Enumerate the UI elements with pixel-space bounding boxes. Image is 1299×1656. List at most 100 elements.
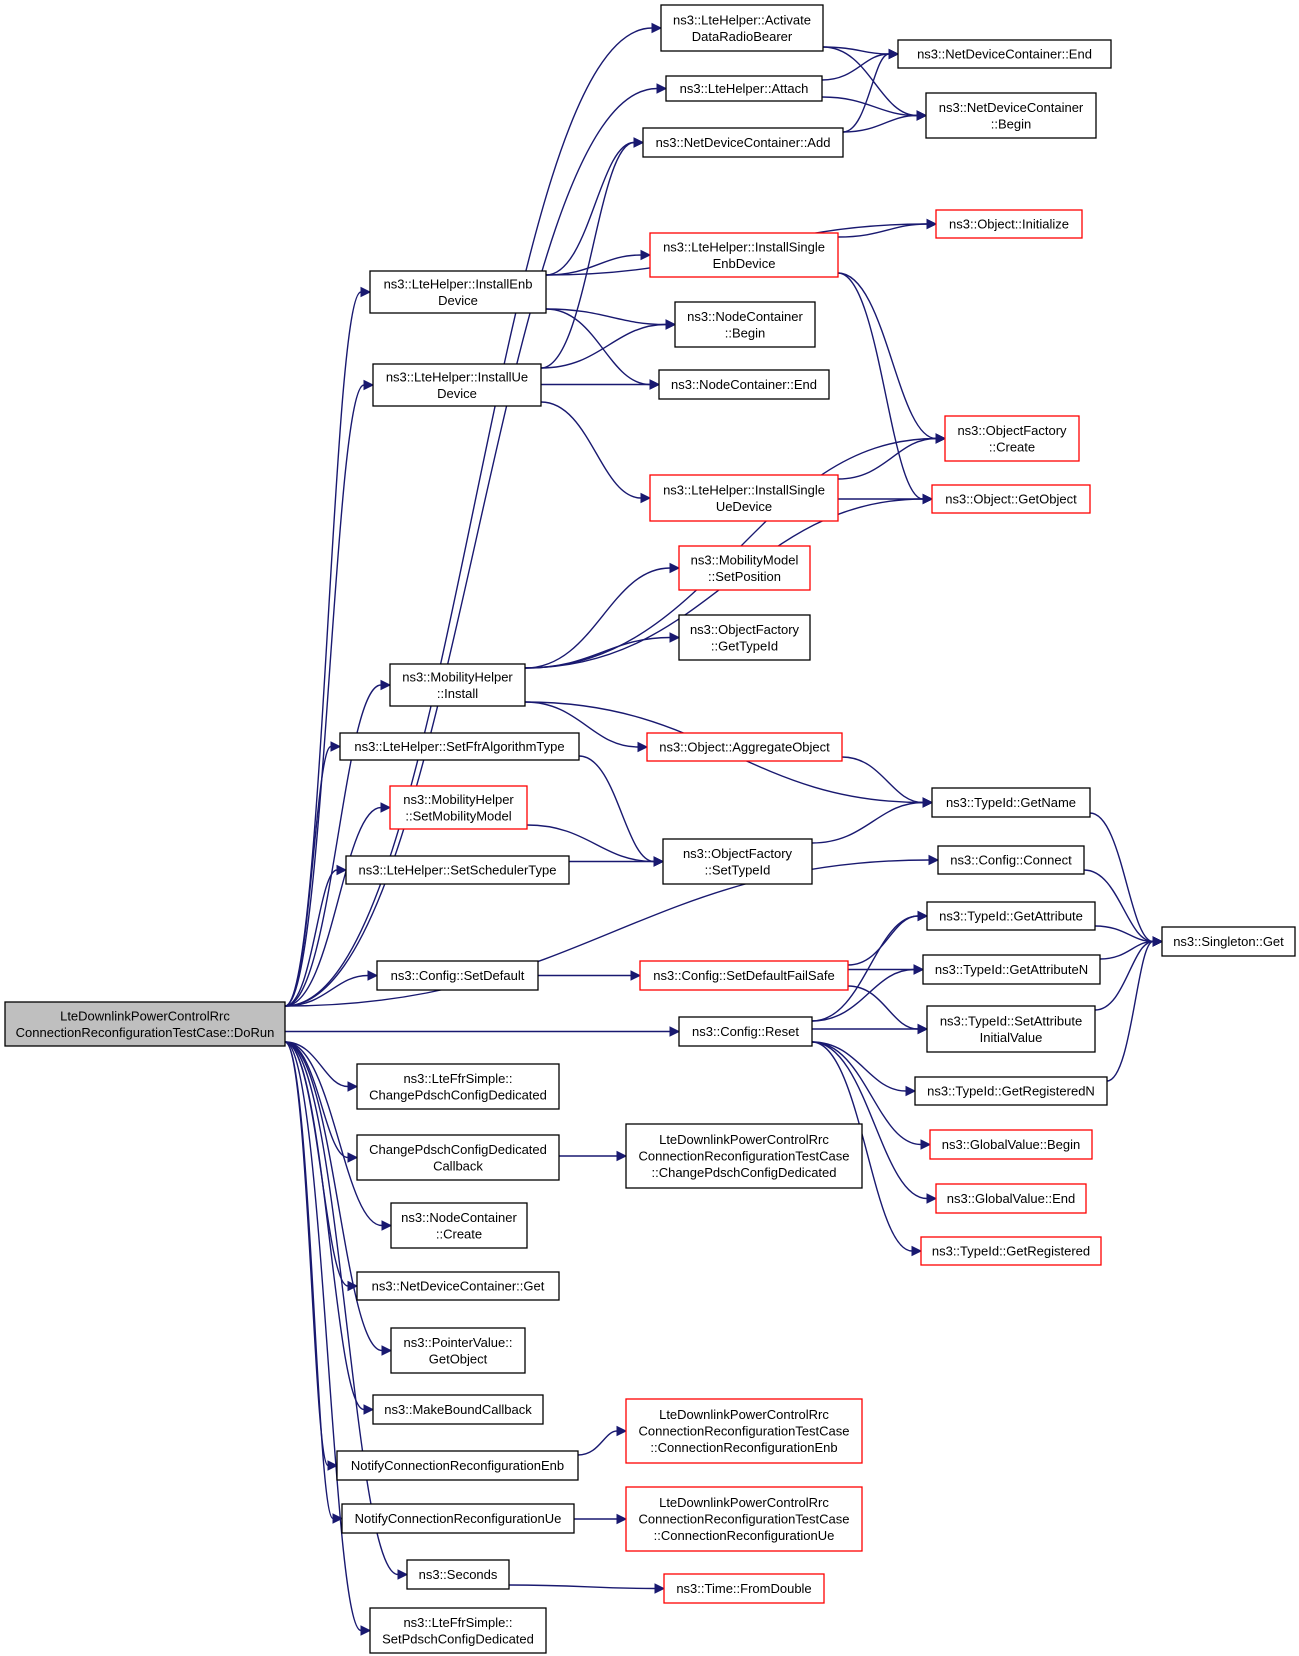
node-ndcadd[interactable]: ns3::NetDeviceContainer::Add [642, 127, 844, 158]
node-ncbegin[interactable]: ns3::NodeContainer::Begin [674, 301, 816, 348]
node-ndcend[interactable]: ns3::NetDeviceContainer::End [897, 39, 1112, 69]
node-box[interactable] [356, 1271, 560, 1301]
node-box[interactable] [4, 1001, 286, 1047]
node-cfgconnect[interactable]: ns3::Config::Connect [937, 845, 1085, 875]
node-box[interactable] [665, 75, 823, 102]
node-box[interactable] [1161, 926, 1296, 957]
node-cfgsetdefaultfs[interactable]: ns3::Config::SetDefaultFailSafe [639, 960, 849, 991]
node-box[interactable] [658, 369, 830, 400]
node-box[interactable] [372, 1394, 544, 1425]
node-gvend[interactable]: ns3::GlobalValue::End [935, 1183, 1087, 1214]
node-box[interactable] [935, 209, 1083, 239]
node-ofsettypeid[interactable]: ns3::ObjectFactory::SetTypeId [662, 838, 813, 885]
node-tidgetreg[interactable]: ns3::TypeId::GetRegistered [920, 1236, 1102, 1266]
node-box[interactable] [914, 1076, 1108, 1106]
node-notifyue[interactable]: NotifyConnectionReconfigurationUe [341, 1503, 575, 1534]
node-box[interactable] [931, 787, 1091, 818]
node-box[interactable] [369, 270, 547, 314]
node-notifyenb[interactable]: NotifyConnectionReconfigurationEnb [336, 1450, 579, 1481]
node-getobject[interactable]: ns3::Object::GetObject [931, 484, 1091, 514]
node-box[interactable] [897, 39, 1112, 69]
node-box[interactable] [372, 363, 542, 407]
node-ncend[interactable]: ns3::NodeContainer::End [658, 369, 830, 400]
node-box[interactable] [929, 1129, 1093, 1160]
node-tidgetattr[interactable]: ns3::TypeId::GetAttribute [926, 901, 1096, 931]
node-lteconnenb[interactable]: LteDownlinkPowerControlRrcConnectionReco… [625, 1398, 863, 1464]
node-box[interactable] [674, 301, 816, 348]
node-box[interactable] [341, 1503, 575, 1534]
node-root[interactable]: LteDownlinkPowerControlRrcConnectionReco… [4, 1001, 286, 1047]
node-box[interactable] [390, 1202, 528, 1249]
node-lteconnue[interactable]: LteDownlinkPowerControlRrcConnectionReco… [625, 1486, 863, 1552]
node-box[interactable] [926, 1005, 1096, 1053]
node-box[interactable] [678, 614, 811, 661]
node-box[interactable] [678, 1016, 813, 1047]
node-ffrchange[interactable]: ns3::LteFfrSimple::ChangePdschConfigDedi… [356, 1063, 560, 1110]
node-nccreate[interactable]: ns3::NodeContainer::Create [390, 1202, 528, 1249]
node-seconds[interactable]: ns3::Seconds [406, 1559, 510, 1590]
node-box[interactable] [663, 1573, 825, 1604]
node-tidgetregn[interactable]: ns3::TypeId::GetRegisteredN [914, 1076, 1108, 1106]
node-box[interactable] [625, 1123, 863, 1189]
node-ofgettypeid[interactable]: ns3::ObjectFactory::GetTypeId [678, 614, 811, 661]
node-box[interactable] [356, 1063, 560, 1110]
node-singletonget[interactable]: ns3::Singleton::Get [1161, 926, 1296, 957]
node-setsched[interactable]: ns3::LteHelper::SetSchedulerType [345, 855, 570, 885]
node-box[interactable] [390, 1327, 526, 1374]
node-ndcget[interactable]: ns3::NetDeviceContainer::Get [356, 1271, 560, 1301]
node-mhsetmob[interactable]: ns3::MobilityHelper::SetMobilityModel [389, 785, 528, 830]
node-tidgetattrn[interactable]: ns3::TypeId::GetAttributeN [922, 954, 1101, 985]
node-fromdouble[interactable]: ns3::Time::FromDouble [663, 1573, 825, 1604]
node-box[interactable] [925, 92, 1097, 139]
node-box[interactable] [336, 1450, 579, 1481]
node-ltechange[interactable]: LteDownlinkPowerControlRrcConnectionReco… [625, 1123, 863, 1189]
node-gvbegin[interactable]: ns3::GlobalValue::Begin [929, 1129, 1093, 1160]
node-cfgreset[interactable]: ns3::Config::Reset [678, 1016, 813, 1047]
node-pvgetobj[interactable]: ns3::PointerValue::GetObject [390, 1327, 526, 1374]
node-attach[interactable]: ns3::LteHelper::Attach [665, 75, 823, 102]
node-box[interactable] [931, 484, 1091, 514]
node-box[interactable] [944, 415, 1080, 462]
node-box[interactable] [937, 845, 1085, 875]
node-box[interactable] [369, 1607, 547, 1654]
node-ffrset[interactable]: ns3::LteFfrSimple::SetPdschConfigDedicat… [369, 1607, 547, 1654]
node-box[interactable] [649, 474, 839, 522]
node-box[interactable] [376, 960, 539, 991]
node-mmsetpos[interactable]: ns3::MobilityModel::SetPosition [678, 545, 811, 591]
node-setffr[interactable]: ns3::LteHelper::SetFfrAlgorithmType [339, 732, 580, 761]
node-tidgetname[interactable]: ns3::TypeId::GetName [931, 787, 1091, 818]
node-box[interactable] [660, 4, 824, 52]
node-aggregate[interactable]: ns3::Object::AggregateObject [646, 732, 843, 762]
node-objinit[interactable]: ns3::Object::Initialize [935, 209, 1083, 239]
node-makebound[interactable]: ns3::MakeBoundCallback [372, 1394, 544, 1425]
node-box[interactable] [625, 1486, 863, 1552]
node-box[interactable] [678, 545, 811, 591]
node-box[interactable] [646, 732, 843, 762]
node-box[interactable] [639, 960, 849, 991]
node-box[interactable] [649, 232, 839, 278]
node-box[interactable] [406, 1559, 510, 1590]
node-box[interactable] [339, 732, 580, 761]
node-box[interactable] [662, 838, 813, 885]
node-ndcbegin[interactable]: ns3::NetDeviceContainer::Begin [925, 92, 1097, 139]
node-box[interactable] [389, 785, 528, 830]
node-box[interactable] [922, 954, 1101, 985]
node-box[interactable] [345, 855, 570, 885]
node-ofcreate[interactable]: ns3::ObjectFactory::Create [944, 415, 1080, 462]
node-box[interactable] [625, 1398, 863, 1464]
node-box[interactable] [642, 127, 844, 158]
node-mhinstall[interactable]: ns3::MobilityHelper::Install [389, 663, 526, 707]
node-box[interactable] [926, 901, 1096, 931]
node-cfgsetdefault[interactable]: ns3::Config::SetDefault [376, 960, 539, 991]
node-box[interactable] [935, 1183, 1087, 1214]
node-box[interactable] [356, 1134, 560, 1181]
node-box[interactable] [920, 1236, 1102, 1266]
node-box[interactable] [389, 663, 526, 707]
